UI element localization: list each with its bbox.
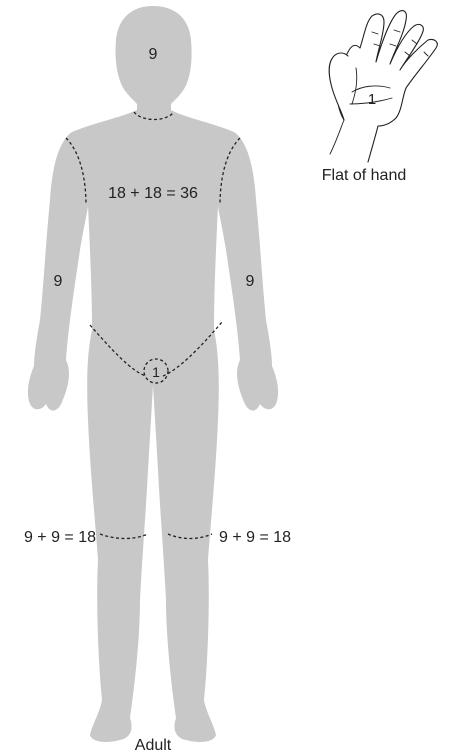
left-arm-shape <box>218 132 278 411</box>
hand-caption: Flat of hand <box>322 167 407 184</box>
left-arm-label: 9 <box>246 273 255 290</box>
hand-illustration <box>329 11 437 162</box>
perineum-label: 1 <box>152 364 160 380</box>
hand-value-label: 1 <box>368 91 376 108</box>
right-arm-label: 9 <box>54 273 63 290</box>
left-leg-label: 9 + 9 = 18 <box>219 529 291 546</box>
head-label: 9 <box>149 46 158 63</box>
right-leg-label: 9 + 9 = 18 <box>24 529 96 546</box>
right-arm-shape <box>28 132 88 411</box>
hand-outline <box>337 11 437 162</box>
trunk-label: 18 + 18 = 36 <box>108 185 198 202</box>
adult-caption: Adult <box>135 737 172 754</box>
wrist-line <box>330 120 344 154</box>
